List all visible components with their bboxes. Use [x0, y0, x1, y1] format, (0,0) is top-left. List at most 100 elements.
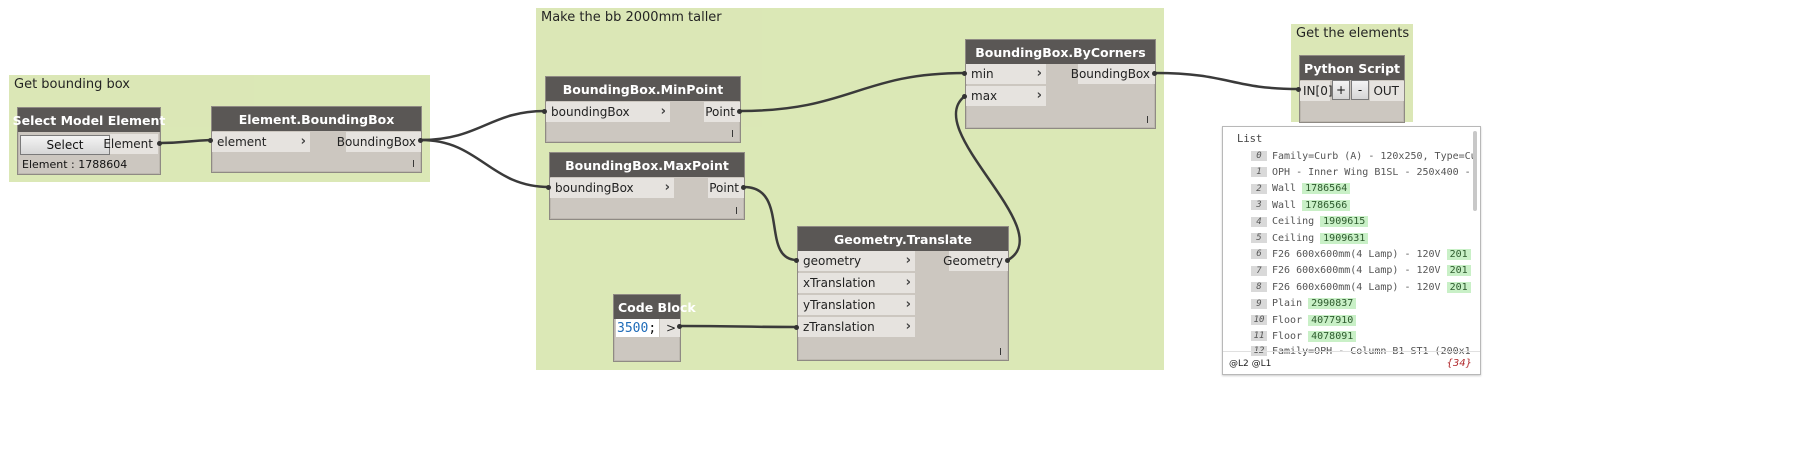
chevron-right-icon: › [660, 104, 666, 119]
list-index: 3 [1251, 200, 1267, 211]
chevron-right-icon: › [905, 297, 911, 312]
chevron-right-icon: › [905, 319, 911, 334]
list-item-text: F26 600x600mm(4 Lamp) - 120V [1272, 265, 1441, 277]
output-port-point[interactable]: Point [708, 178, 744, 198]
watch-divider [1223, 351, 1480, 352]
pin-icon [962, 94, 967, 99]
item-count: {34} [1446, 358, 1472, 369]
output-port-boundingbox[interactable]: BoundingBox [337, 132, 421, 152]
input-port-ytranslation[interactable]: yTranslation › [798, 295, 915, 315]
output-port-geometry[interactable]: Geometry [943, 251, 1008, 271]
pin-icon [962, 71, 967, 76]
node-select-model-element[interactable]: Select Model Element Select Element Elem… [13, 107, 165, 175]
pin-icon [737, 109, 742, 114]
node-code-block[interactable]: Code Block 3500; > [613, 294, 696, 362]
group-title: Make the bb 2000mm taller [541, 10, 722, 25]
pin-icon [157, 141, 162, 146]
output-port-point[interactable]: Point [704, 102, 740, 122]
element-id-badge[interactable]: 1786566 [1302, 199, 1351, 211]
input-port-min[interactable]: min › [966, 64, 1046, 84]
port-label: zTranslation [803, 320, 875, 334]
element-id-badge[interactable]: 2990837 [1308, 298, 1357, 310]
node-element-boundingbox[interactable]: Element.BoundingBox element › BoundingBo… [211, 106, 422, 173]
list-item-text: Ceiling [1272, 216, 1315, 228]
element-id-badge[interactable]: 201 [1446, 281, 1471, 293]
list-levels: @L2 @L1 [1229, 359, 1272, 369]
node-footer-mark: I [1146, 115, 1149, 126]
list-item-text: Floor [1272, 330, 1303, 342]
pin-icon [794, 258, 799, 263]
node-boundingbox-bycorners[interactable]: BoundingBox.ByCorners min › max › Boundi… [965, 39, 1156, 129]
code-value: 3500 [617, 320, 649, 336]
node-title: BoundingBox.MinPoint [546, 77, 740, 101]
node-title: Code Block [614, 295, 696, 319]
input-port-geometry[interactable]: geometry › [798, 251, 915, 271]
input-port-xtranslation[interactable]: xTranslation › [798, 273, 915, 293]
list-index: 9 [1251, 298, 1267, 309]
input-port-element[interactable]: element › [212, 132, 310, 152]
input-port-boundingbox[interactable]: boundingBox › [546, 102, 670, 122]
element-id-badge[interactable]: 1909631 [1320, 232, 1369, 244]
selection-status: Element : 1788604 [22, 158, 128, 171]
output-port-element[interactable]: Element [103, 134, 158, 154]
list-item-text: OPH - Inner Wing B1SL - 250x400 - [1272, 166, 1471, 178]
node-title: Select Model Element [13, 108, 165, 132]
list-item-text: Floor [1272, 314, 1303, 326]
element-id-badge[interactable]: 1786564 [1302, 183, 1351, 195]
vertical-scrollbar[interactable] [1473, 131, 1477, 211]
node-preview-watch[interactable]: List 0 Family=Curb (A) - 120x250, Type=Cu… [1222, 126, 1481, 375]
element-id-badge[interactable]: 201 [1446, 248, 1471, 260]
list-index: 10 [1251, 315, 1267, 325]
output-port-code[interactable]: > [660, 319, 680, 337]
node-python-script[interactable]: Python Script IN[0] + - OUT [1299, 55, 1405, 123]
element-id-badge[interactable]: 4077910 [1308, 314, 1357, 326]
list-index: 5 [1251, 233, 1267, 243]
node-title: BoundingBox.MaxPoint [550, 153, 744, 177]
element-id-badge[interactable]: 201 [1446, 265, 1471, 277]
list-item: 5 Ceiling 1909631 [1251, 231, 1369, 245]
port-label: yTranslation [803, 298, 876, 312]
list-item-text: Wall [1272, 199, 1297, 211]
node-title: Geometry.Translate [798, 227, 1008, 251]
list-index: 4 [1251, 216, 1267, 227]
add-input-button[interactable]: + [1332, 80, 1350, 100]
chevron-right-icon: › [1036, 66, 1042, 81]
remove-input-button[interactable]: - [1351, 80, 1369, 100]
list-index: 0 [1251, 151, 1267, 161]
select-button[interactable]: Select [20, 135, 110, 155]
node-title: BoundingBox.ByCorners [966, 40, 1155, 64]
input-port-ztranslation[interactable]: zTranslation › [798, 317, 915, 337]
pin-icon [741, 185, 746, 190]
list-index: 8 [1251, 282, 1267, 293]
list-index: 2 [1251, 183, 1267, 194]
watch-list-title: List [1237, 133, 1263, 145]
pin-icon [1152, 71, 1157, 76]
input-port-max[interactable]: max › [966, 86, 1046, 106]
element-id-badge[interactable]: 4078091 [1308, 330, 1357, 342]
port-label: geometry [803, 254, 862, 268]
input-port-in0[interactable]: IN[0] [1300, 81, 1333, 101]
port-label: boundingBox [555, 181, 634, 195]
wire-bycorners-to-python [1154, 71, 1300, 91]
output-port-boundingbox[interactable]: BoundingBox [1071, 64, 1155, 84]
node-boundingbox-maxpoint[interactable]: BoundingBox.MaxPoint boundingBox › Point… [549, 152, 745, 220]
list-item-text: Plain [1272, 298, 1303, 310]
output-port-out[interactable]: OUT [1370, 81, 1404, 101]
list-item: 9 Plain 2990837 [1251, 297, 1357, 311]
node-geometry-translate[interactable]: Geometry.Translate geometry › xTranslati… [797, 226, 1009, 361]
element-id-badge[interactable]: 1909615 [1320, 216, 1369, 228]
code-editor[interactable]: 3500; [616, 319, 659, 337]
list-item: 10 Floor 4077910 [1251, 313, 1357, 327]
list-item-text: Family=Curb (A) - 120x250, Type=Cu [1272, 150, 1477, 162]
node-boundingbox-minpoint[interactable]: BoundingBox.MinPoint boundingBox › Point… [545, 76, 741, 143]
list-index: 7 [1251, 265, 1267, 276]
list-item-text: Ceiling [1272, 232, 1315, 244]
pin-icon [542, 109, 547, 114]
input-port-boundingbox[interactable]: boundingBox › [550, 178, 674, 198]
